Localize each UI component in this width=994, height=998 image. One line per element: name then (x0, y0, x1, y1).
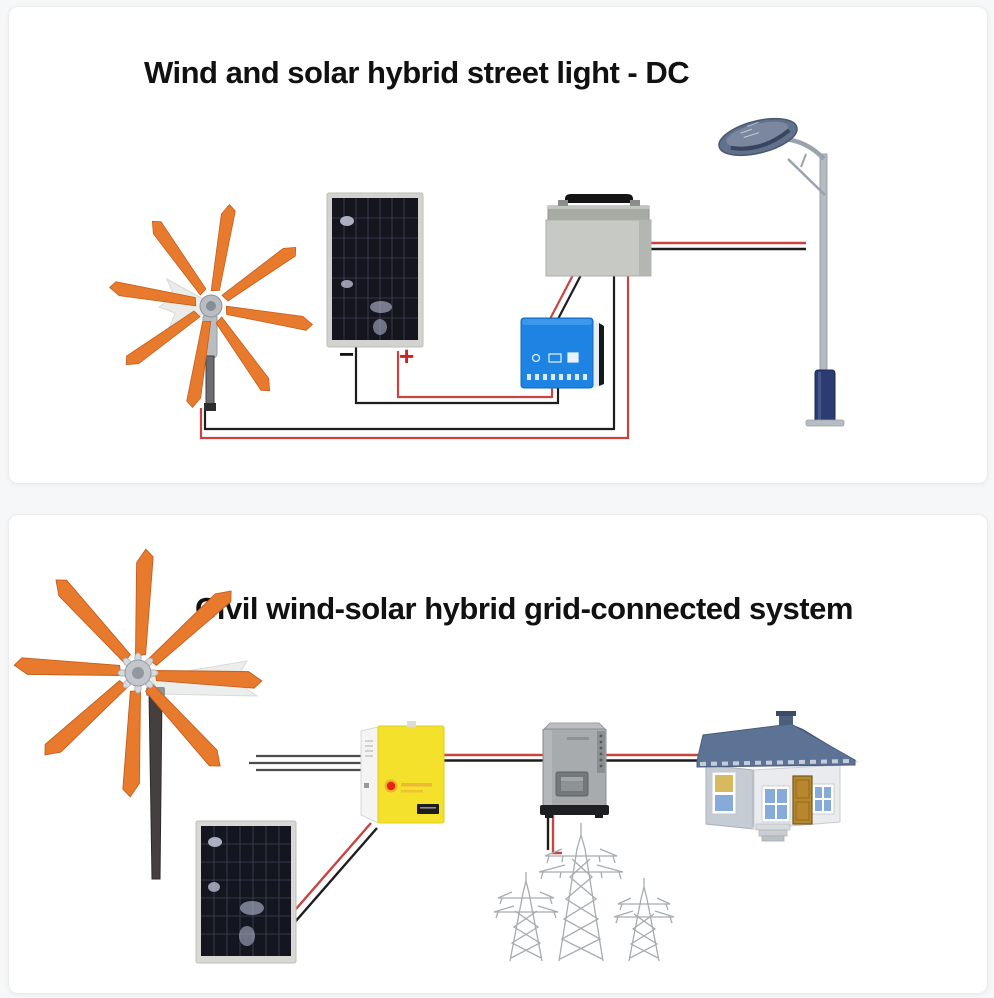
tower-middle (538, 823, 624, 962)
house-icon (696, 711, 859, 842)
wind-turbine-icon (13, 548, 263, 880)
tower-right (613, 878, 675, 962)
solar-wires (354, 345, 560, 405)
tower-left (493, 872, 559, 962)
battery-icon (545, 194, 652, 277)
grid-connected-diagram (13, 548, 859, 964)
grid-tie-controller-icon (360, 721, 445, 824)
charge-controller-icon (520, 317, 604, 389)
inverter-icon (540, 722, 609, 818)
street-light-icon (718, 117, 845, 427)
controller-inverter-wires (444, 753, 543, 762)
solar-minus-label: − (339, 339, 354, 369)
panel-street-light-dc: Wind and solar hybrid street light - DC (8, 6, 988, 484)
transmission-towers-icon (493, 823, 675, 962)
turbine-wires (199, 273, 630, 440)
solar-panel-icon (195, 820, 297, 964)
panel-title: Civil wind-solar hybrid grid-connected s… (195, 591, 853, 626)
solar-panel-icon: − + (326, 192, 424, 371)
street-light-dc-diagram: − + (109, 117, 845, 440)
panel-title: Wind and solar hybrid street light - DC (144, 55, 690, 90)
lamp-head (718, 117, 798, 157)
wind-turbine-icon (109, 204, 313, 411)
three-phase-wires (249, 754, 361, 772)
solar-wires (288, 822, 378, 923)
battery-controller-wires (549, 274, 582, 320)
battery-lamp-wires (651, 241, 806, 251)
inverter-grid-wires (546, 814, 562, 855)
solar-plus-label: + (399, 341, 414, 371)
panel-grid-connected: Civil wind-solar hybrid grid-connected s… (8, 514, 988, 994)
inverter-house-wires (606, 753, 700, 762)
